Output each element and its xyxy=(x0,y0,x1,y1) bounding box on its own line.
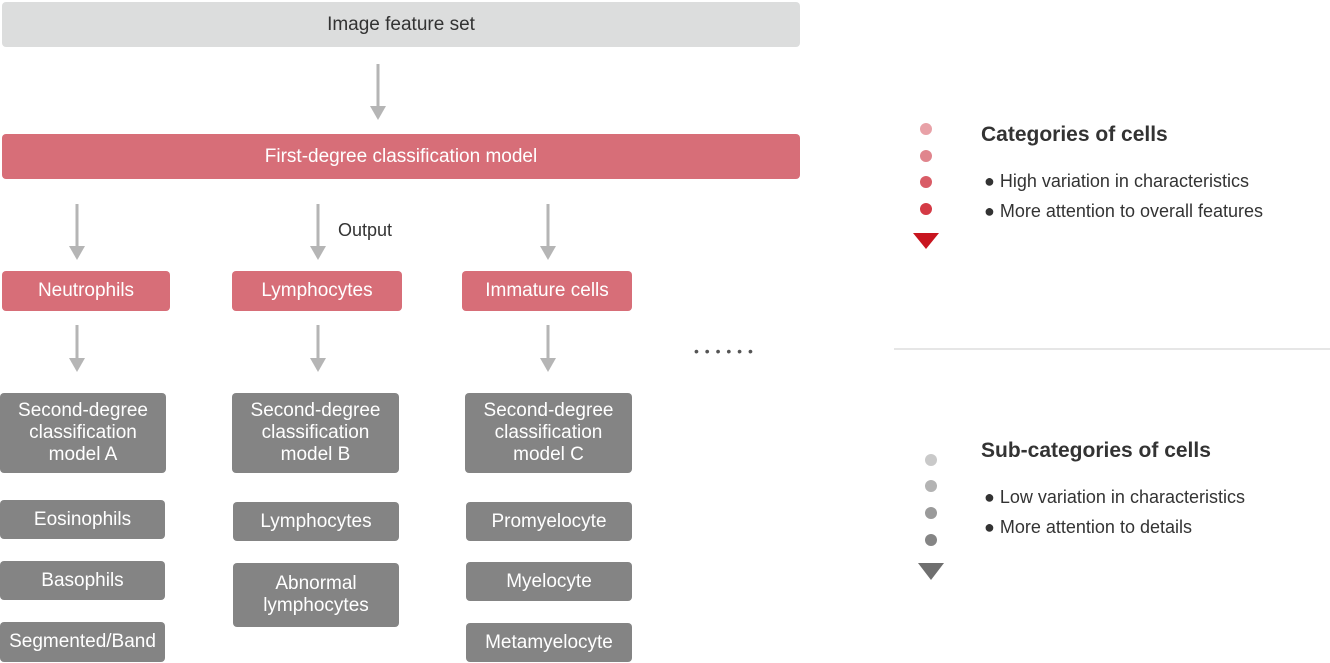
grey-gradient-dots-icon xyxy=(918,454,944,580)
legend-top-title: Categories of cells xyxy=(981,123,1168,146)
legend-bottom-title: Sub-categories of cells xyxy=(981,439,1211,462)
arrow-down-icon xyxy=(540,204,556,260)
legend-bottom-point: ● More attention to details xyxy=(984,517,1192,537)
output-label: Output xyxy=(338,220,393,240)
red-gradient-dots-icon xyxy=(913,123,939,249)
arrow-down-icon xyxy=(69,325,85,372)
subcategory-box: Myelocyte xyxy=(466,562,632,601)
first-degree-model-label: First-degree classification model xyxy=(264,145,538,167)
legend-top-point: ● More attention to overall features xyxy=(984,201,1264,221)
subcategory-box: Segmented/Band xyxy=(0,622,165,662)
arrow-down-icon xyxy=(370,64,386,120)
second-degree-model-a-box: Second-degree classification model A xyxy=(0,393,166,473)
legend-top-point: ● High variation in characteristics xyxy=(984,171,1249,191)
category-box-neutrophils: Neutrophils xyxy=(2,271,170,311)
more-categories-ellipsis: • • • • • • xyxy=(694,343,754,359)
feature-set-label: Image feature set xyxy=(327,13,475,35)
category-box-lymphocytes: Lymphocytes xyxy=(232,271,402,311)
arrow-down-icon xyxy=(310,325,326,372)
second-degree-model-b-box: Second-degree classification model B xyxy=(232,393,399,473)
arrow-down-icon xyxy=(310,204,326,260)
subcategory-box: Basophils xyxy=(0,561,165,600)
second-degree-model-c-box: Second-degree classification model C xyxy=(465,393,632,473)
first-degree-model-box: First-degree classification model xyxy=(2,134,800,179)
category-box-immature-cells: Immature cells xyxy=(462,271,632,311)
subcategory-box: Lymphocytes xyxy=(233,502,399,541)
arrow-down-icon xyxy=(540,325,556,372)
subcategory-box: Abnormal lymphocytes xyxy=(233,563,399,627)
arrow-down-icon xyxy=(69,204,85,260)
subcategory-box: Promyelocyte xyxy=(466,502,632,541)
feature-set-box: Image feature set xyxy=(2,2,800,47)
subcategory-box: Metamyelocyte xyxy=(466,623,632,662)
subcategory-box: Eosinophils xyxy=(0,500,165,539)
legend-bottom-point: ● Low variation in characteristics xyxy=(984,487,1245,507)
